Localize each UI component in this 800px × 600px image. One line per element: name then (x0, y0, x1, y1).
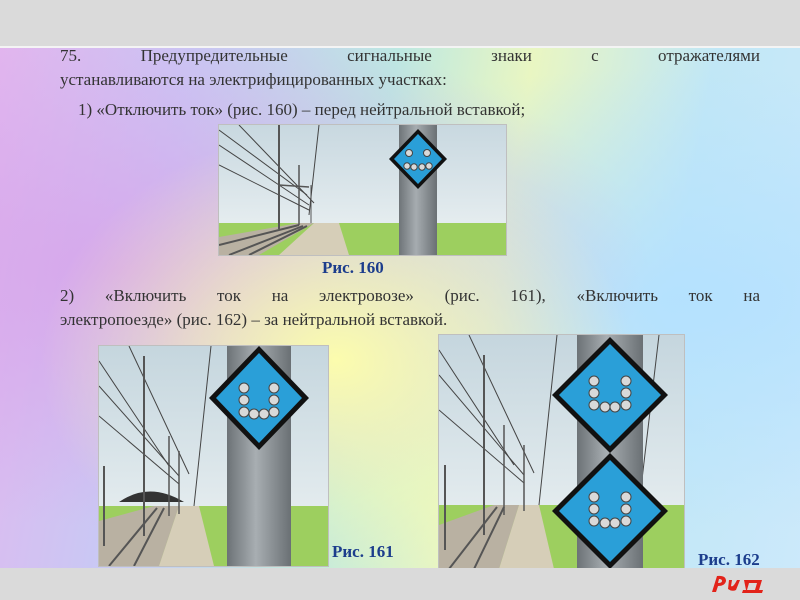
figure-162-caption: Рис. 162 (698, 550, 760, 569)
figure-160-caption: Рис. 160 (322, 258, 384, 277)
figure-162-illustration (439, 335, 684, 569)
top-bar-divider (0, 46, 800, 48)
paragraph-1-line-2: устанавливаются на электрифицированных у… (60, 70, 447, 89)
figure-161 (98, 345, 329, 567)
figure-160-illustration (219, 125, 506, 255)
paragraph-3-line-2: электропоезде» (рис. 162) – за нейтральн… (60, 310, 448, 329)
figure-161-illustration (99, 346, 328, 566)
top-bar (0, 0, 800, 46)
paragraph-1-line-1: 75. Предупредительные сигнальные знаки с… (60, 46, 760, 65)
figure-160 (218, 124, 507, 256)
figure-161-caption: Рис. 161 (332, 542, 394, 561)
paragraph-2: 1) «Отключить ток» (рис. 160) – перед не… (78, 100, 526, 119)
bottom-bar (0, 568, 800, 600)
rzd-logo (712, 575, 763, 593)
figure-162 (438, 334, 685, 570)
paragraph-3-line-1: 2) «Включить ток на электровозе» (рис. 1… (60, 286, 760, 305)
